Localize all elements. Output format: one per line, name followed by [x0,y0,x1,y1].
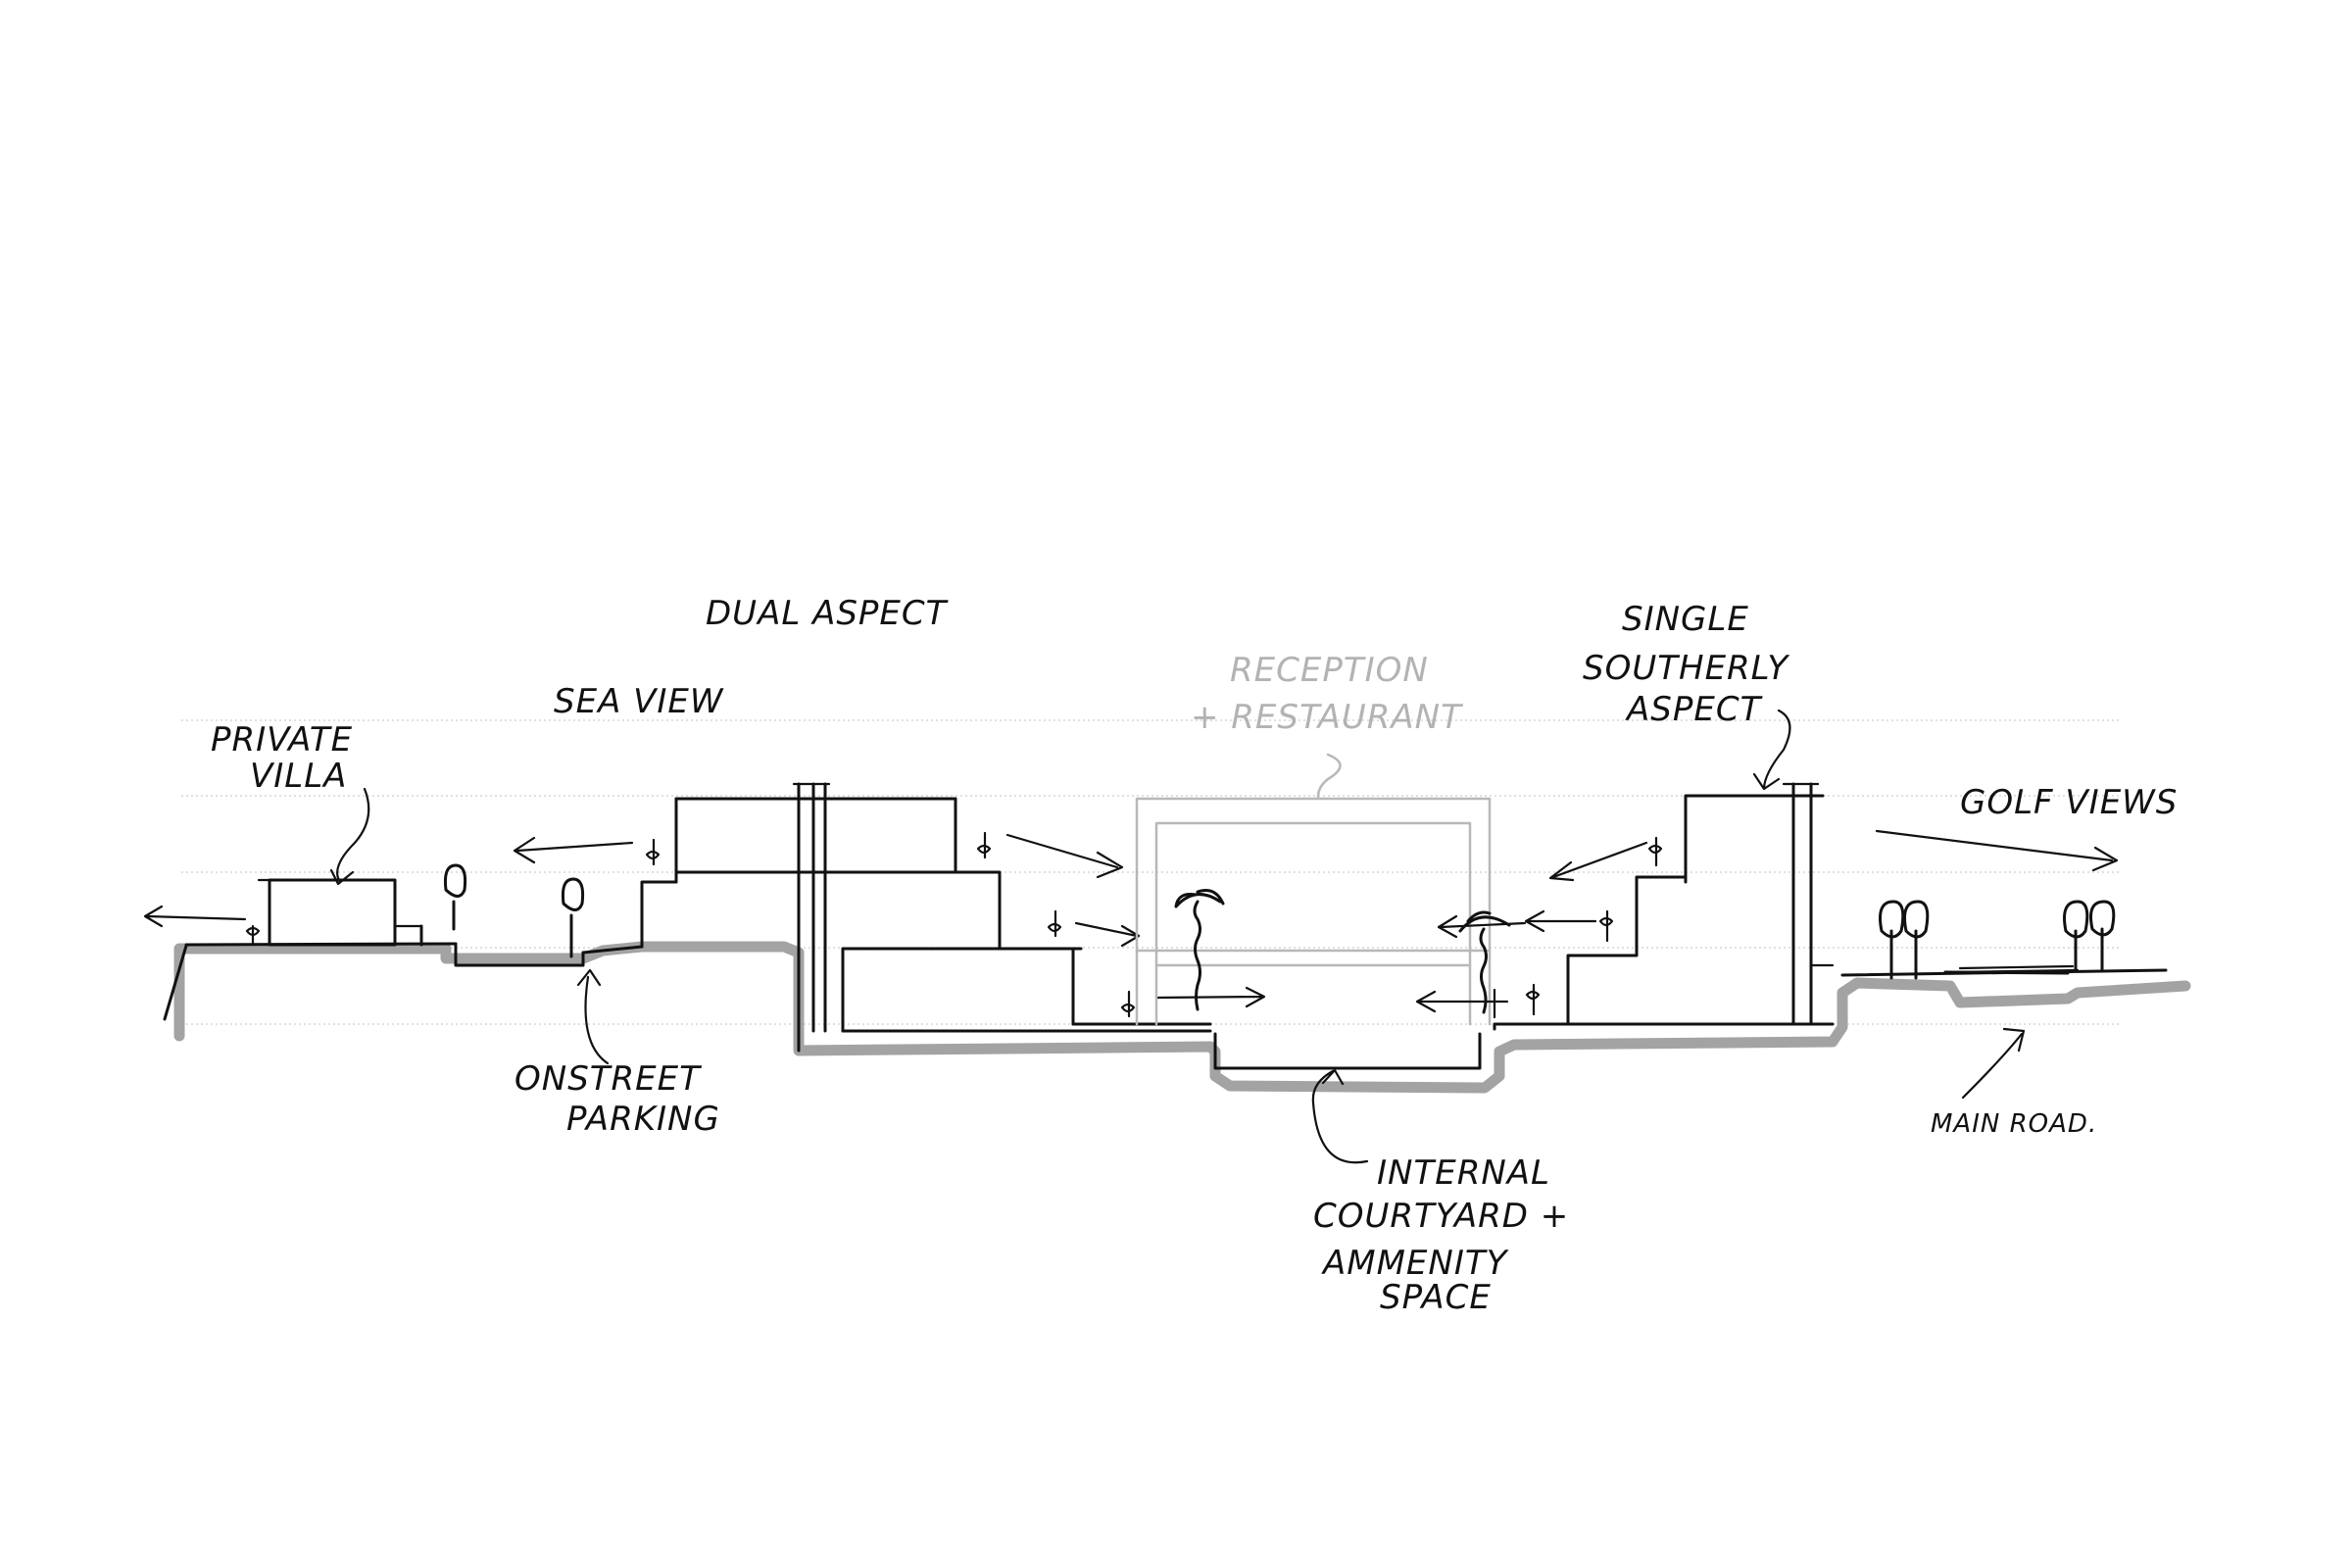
person-icon [1525,983,1541,1016]
person-icon [976,831,992,859]
single-aspect-label-1: SINGLE [1622,600,1749,639]
reception-label-2: + RESTAURANT [1191,698,1463,737]
private-villa-label-2: VILLA [250,757,347,796]
sea-view-label: SEA VIEW [554,682,724,721]
arrow-east-icon [1074,921,1141,948]
private-villa [143,878,458,1021]
courtyard-label-2: COURTYARD + [1313,1197,1569,1236]
courtyard-label-1: INTERNAL [1377,1153,1550,1193]
courtyard-label-4: SPACE [1380,1278,1492,1317]
palm-tree-icon [1458,910,1511,1014]
private-villa-label-1: PRIVATE [211,720,353,760]
courtyard-label-3: AMMENITY [1321,1244,1509,1283]
dual-aspect-label: DUAL ASPECT [706,594,949,633]
arrow-west-icon [1415,990,1509,1013]
arrow-east-icon [1005,833,1124,879]
person-icon [645,838,661,866]
dual-aspect-block [513,782,1266,1053]
onstreet-parking-zone [444,863,644,967]
single-aspect-label-3: ASPECT [1625,690,1763,729]
arrow-west-icon [513,836,634,864]
arrow-west-icon [1548,841,1648,882]
tree-icon [2063,900,2089,972]
arrow-west-icon [143,905,247,928]
person-icon [1598,909,1614,943]
palm-tree-icon [1174,889,1225,1011]
arrow-west-icon [1524,909,1597,933]
golf-road-zone [1840,900,2168,980]
tree-icon [1879,900,1905,980]
person-icon [1047,909,1062,938]
tree-icon [2089,900,2116,972]
main-road-label: MAIN ROAD. [1931,1109,2097,1139]
golf-views-label: GOLF VIEWS [1960,783,2178,822]
ground-profile [173,941,2191,1094]
internal-courtyard [1174,889,1527,1070]
person-icon [1120,990,1136,1018]
onstreet-parking-label-2: PARKING [566,1100,720,1139]
single-aspect-block [1493,782,2119,1031]
tree-icon [1903,900,1930,980]
reception-restaurant-block [1135,753,1492,1026]
arrow-east-icon [1875,829,2119,872]
arrow-west-icon [1437,914,1527,939]
onstreet-parking-label-1: ONSTREET [514,1059,702,1099]
person-icon [1647,836,1663,867]
arrow-east-icon [1154,986,1266,1008]
leader-arrows [329,709,2026,1164]
person-icon [245,924,261,946]
level-guides [181,719,2122,1025]
single-aspect-label-2: SOUTHERLY [1583,649,1789,688]
reception-label-1: RECEPTION [1230,651,1429,690]
